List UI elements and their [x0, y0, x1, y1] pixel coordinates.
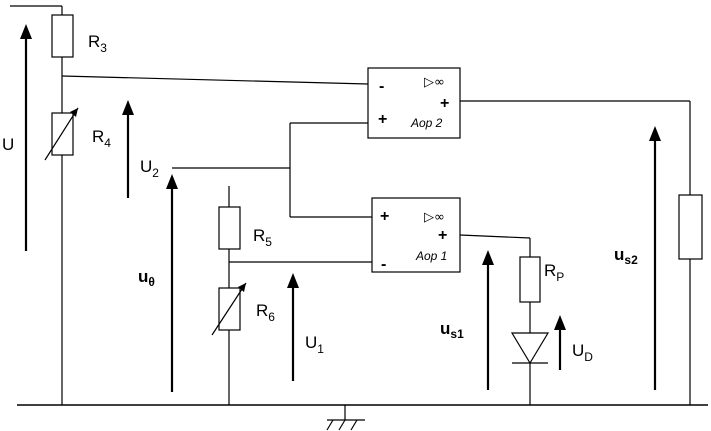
aop1-plus-in: + [380, 208, 389, 225]
variable-resistor-r6 [211, 282, 247, 336]
aop1-plus-out: + [438, 227, 447, 244]
label-ud: UD [572, 341, 593, 364]
aop1-minus: - [381, 256, 386, 273]
label-r3: R3 [88, 32, 107, 55]
left-branch-wires [10, 5, 369, 405]
label-r5: R5 [253, 226, 272, 249]
middle-branch-wires [172, 122, 372, 405]
label-us1: us1 [440, 319, 464, 341]
label-u-theta: uθ [138, 267, 155, 289]
diode-d [510, 332, 550, 365]
aop1-name: Aop 1 [415, 249, 447, 263]
voltage-arrows [20, 24, 661, 392]
aop2-name: Aop 2 [410, 116, 443, 130]
ground-bus [17, 404, 708, 431]
resistor-r3 [51, 14, 74, 58]
variable-resistor-r4 [44, 107, 79, 161]
label-u2: U2 [140, 157, 159, 180]
label-u: U [2, 135, 14, 154]
label-u1: U1 [305, 333, 324, 356]
label-r4: R4 [92, 127, 111, 150]
aop2-plus-out: + [440, 95, 449, 112]
label-rp: RP [544, 261, 564, 284]
label-us2: us2 [614, 245, 638, 267]
aop2-plus-in: + [378, 111, 387, 128]
resistor-r5 [218, 206, 241, 250]
resistor-rp [519, 256, 541, 303]
opamp-aop1: + - ▷∞ + Aop 1 [371, 197, 461, 273]
opamp-aop2: - + ▷∞ + Aop 2 [367, 67, 461, 139]
aop1-symbol: ▷∞ [424, 210, 445, 225]
aop2-symbol: ▷∞ [424, 75, 445, 90]
aop2-minus: - [379, 78, 384, 95]
label-r6: R6 [256, 301, 275, 324]
load-resistor [678, 194, 703, 260]
output-wires [459, 100, 691, 405]
